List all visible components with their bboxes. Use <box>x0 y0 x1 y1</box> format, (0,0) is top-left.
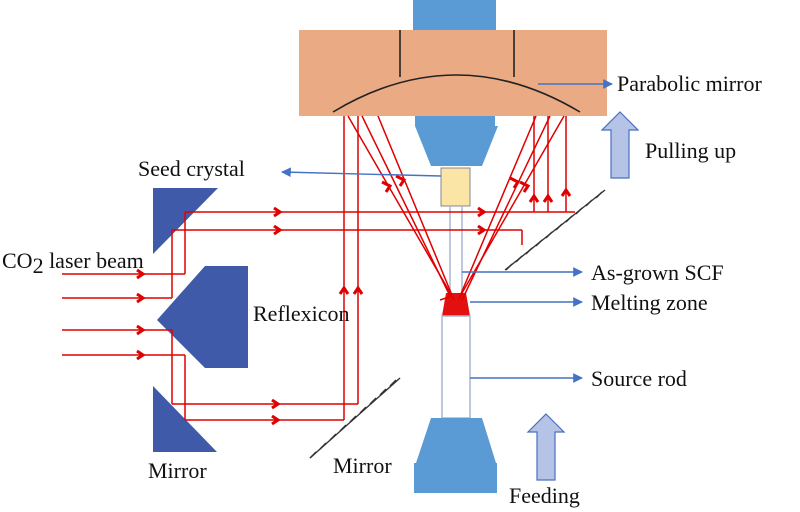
label-as-grown-scf: As-grown SCF <box>591 260 724 285</box>
co2-subscript: 2 <box>33 253 44 278</box>
lower-chuck <box>414 418 497 493</box>
melting-zone <box>442 293 470 316</box>
lower-shaft <box>414 463 497 493</box>
label-source-rod: Source rod <box>591 366 687 391</box>
upper-shaft <box>413 0 496 30</box>
upper-chuck <box>415 116 498 166</box>
as-grown-scf <box>449 206 463 293</box>
parabolic-mirror-block <box>299 30 607 116</box>
upper-chuck-body <box>415 126 498 166</box>
parabolic-mirror-curve <box>332 74 581 113</box>
feeding-arrow <box>526 413 566 481</box>
label-feeding: Feeding <box>509 483 580 508</box>
upper-chuck-collar <box>415 116 495 126</box>
seed-crystal <box>440 167 471 207</box>
label-parabolic-mirror: Parabolic mirror <box>617 71 762 96</box>
label-co2-laser-beam: CO2 laser beam <box>2 248 144 278</box>
seed-crystal-pointer <box>281 167 442 178</box>
lower-chuck-body <box>416 418 496 463</box>
co2-prefix: CO <box>2 248 33 273</box>
label-mirror-right: Mirror <box>333 453 392 478</box>
label-pulling-up: Pulling up <box>645 138 736 163</box>
beam-direction-markers <box>136 174 572 426</box>
reflexicon <box>157 266 248 368</box>
mirror-flat-right <box>504 189 606 271</box>
label-pointers <box>281 79 613 383</box>
co2-suffix: laser beam <box>44 248 144 273</box>
mirror-flat-lower <box>309 377 401 459</box>
parabolic-mirror-assembly <box>299 0 607 116</box>
label-reflexicon: Reflexicon <box>253 301 350 326</box>
label-seed-crystal: Seed crystal <box>138 156 245 181</box>
label-mirror-left: Mirror <box>148 458 207 483</box>
label-melting-zone: Melting zone <box>591 290 708 315</box>
pulling-up-arrow <box>600 111 640 179</box>
source-rod <box>441 315 471 419</box>
